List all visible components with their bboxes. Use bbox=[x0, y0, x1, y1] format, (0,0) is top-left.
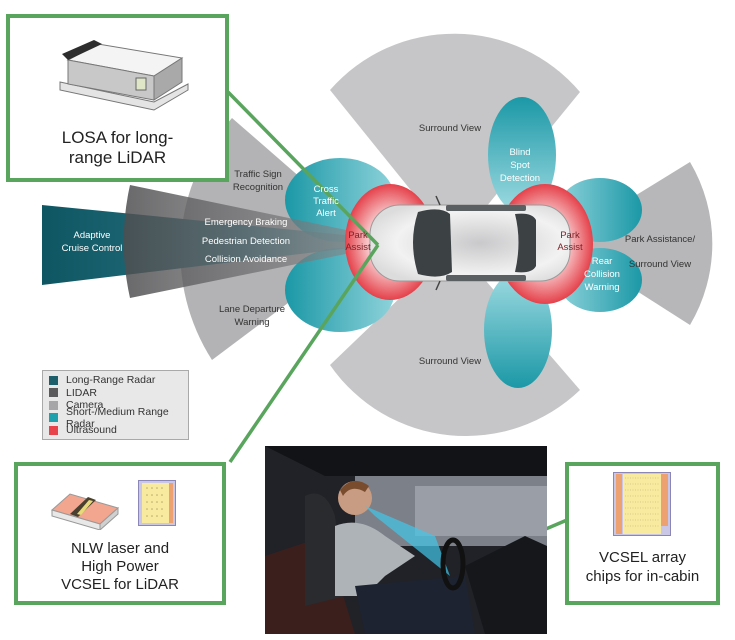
legend-item: Ultrasound bbox=[49, 424, 188, 437]
legend-swatch bbox=[49, 375, 58, 385]
vcsel-array-chip-image bbox=[613, 472, 671, 536]
label-surround-view-bottom: Surround View bbox=[419, 356, 481, 367]
label-cross-traffic-2: Traffic bbox=[313, 196, 339, 207]
label-park-assist-rear-1: Park bbox=[560, 230, 580, 241]
label-cross-traffic-1: Cross bbox=[314, 184, 339, 195]
legend-label: LIDAR bbox=[66, 386, 97, 399]
legend-swatch bbox=[49, 388, 58, 398]
label-rear-collision-3: Warning bbox=[584, 282, 619, 293]
losa-module-image bbox=[59, 40, 189, 111]
label-traffic-sign-2: Recognition bbox=[233, 182, 283, 193]
callout-vcsel-line1: VCSEL array bbox=[599, 549, 686, 566]
label-blind-spot-2: Spot bbox=[510, 160, 530, 171]
callout-losa-line2: range LiDAR bbox=[68, 148, 167, 167]
label-surround-view-top: Surround View bbox=[419, 123, 481, 134]
in-cabin-driver-photo bbox=[265, 446, 547, 634]
label-acc: Adaptive bbox=[74, 230, 111, 241]
legend-swatch bbox=[49, 413, 58, 423]
leader-line-losa bbox=[226, 90, 380, 247]
legend-swatch bbox=[49, 425, 58, 435]
legend-label: Camera bbox=[66, 399, 104, 412]
callout-nlw-line2: High Power bbox=[81, 558, 159, 575]
label-park-surround-rear-1: Park Assistance/ bbox=[625, 234, 696, 245]
callout-losa-line1: LOSA for long- bbox=[61, 128, 174, 147]
legend-label: Long-Range Radar bbox=[66, 374, 156, 387]
label-park-assist-front-1: Park bbox=[348, 230, 368, 241]
callout-losa: LOSA for long- range LiDAR bbox=[6, 14, 229, 182]
label-rear-collision-2: Collision bbox=[584, 269, 620, 280]
label-blind-spot-1: Blind bbox=[509, 147, 530, 158]
car-top-view bbox=[369, 195, 571, 291]
camera-zone-rear bbox=[560, 162, 713, 325]
camera-zone-top-wide bbox=[330, 33, 580, 245]
label-pedestrian-detection: Pedestrian Detection bbox=[202, 236, 290, 247]
label-cross-traffic-3: Alert bbox=[316, 208, 336, 219]
label-park-assist-rear-2: Assist bbox=[557, 242, 583, 253]
legend-label: Ultrasound bbox=[66, 424, 117, 437]
label-park-surround-rear-2: Surround View bbox=[629, 259, 691, 270]
legend-item: LIDAR bbox=[49, 387, 188, 400]
label-lane-departure-2: Warning bbox=[234, 317, 269, 328]
lidar-beam bbox=[123, 185, 376, 298]
label-traffic-sign-1: Traffic Sign bbox=[234, 169, 282, 180]
radar-lobe-blind-spot-top bbox=[488, 97, 556, 213]
vcsel-chip-image bbox=[138, 480, 176, 526]
callout-vcsel-line2: chips for in-cabin bbox=[585, 568, 700, 585]
legend-item: Short-/Medium Range Radar bbox=[49, 406, 188, 430]
legend-item: Camera bbox=[49, 399, 188, 412]
legend-label: Short-/Medium Range Radar bbox=[66, 405, 169, 430]
camera-zone-bottom bbox=[330, 245, 580, 437]
nlw-laser-chip-image bbox=[50, 493, 120, 530]
callout-nlw-line3: VCSEL for LiDAR bbox=[61, 576, 179, 593]
label-park-assist-front-2: Assist bbox=[345, 242, 371, 253]
legend-swatch bbox=[49, 400, 58, 410]
label-collision-avoidance: Collision Avoidance bbox=[205, 254, 287, 265]
label-blind-spot-3: Detection bbox=[500, 173, 540, 184]
callout-nlw-line1: NLW laser and bbox=[70, 540, 170, 557]
label-lane-departure-1: Lane Departure bbox=[219, 304, 285, 315]
label-emergency-braking: Emergency Braking bbox=[205, 217, 288, 228]
callout-vcsel-in-cabin: VCSEL array chips for in-cabin bbox=[565, 462, 720, 605]
callout-nlw: NLW laser and High Power VCSEL for LiDAR bbox=[14, 462, 226, 605]
label-acc-2: Cruise Control bbox=[62, 243, 123, 254]
legend-item: Long-Range Radar bbox=[49, 374, 188, 387]
leader-line-nlw bbox=[228, 244, 380, 463]
label-rear-collision-1: Rear bbox=[592, 256, 613, 267]
